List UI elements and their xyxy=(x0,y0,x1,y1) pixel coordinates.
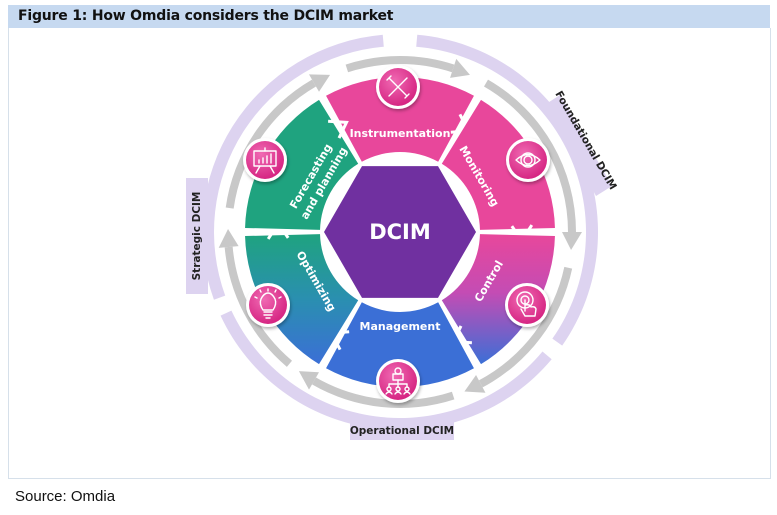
segment-control xyxy=(441,234,555,365)
arrowhead xyxy=(450,58,470,78)
eye-icon xyxy=(506,138,550,182)
band-tab-operational xyxy=(350,420,454,440)
segment-instrumentation xyxy=(326,77,474,162)
figure-frame xyxy=(8,28,771,479)
touch-icon xyxy=(505,283,549,327)
segment-label-management: Management xyxy=(360,320,441,333)
segment-management xyxy=(326,302,474,388)
cycle-arrow xyxy=(225,79,316,209)
band-tab-foundational xyxy=(546,95,612,196)
presentation-chart-icon xyxy=(243,138,287,182)
tools-icon xyxy=(376,65,420,109)
arrowhead xyxy=(562,232,582,250)
org-chart-icon xyxy=(376,359,420,403)
center-label: DCIM xyxy=(369,220,431,244)
source-note: Source: Omdia xyxy=(15,488,116,505)
figure-header: Figure 1: How Omdia considers the DCIM m… xyxy=(8,5,770,28)
segment-optimizing xyxy=(245,234,359,365)
band-operational xyxy=(220,310,552,430)
segment-divider xyxy=(328,119,349,139)
cycle-arrow xyxy=(345,55,455,73)
band-label-operational: Operational DCIM xyxy=(350,425,454,437)
segment-label-instrumentation: Instrumentation xyxy=(350,127,451,140)
arrowhead xyxy=(218,228,239,248)
cycle-arrow xyxy=(478,266,573,388)
band-label-strategic: Strategic DCIM xyxy=(191,192,203,281)
cycle-arrow xyxy=(224,246,293,367)
arrowhead xyxy=(464,375,486,393)
segment-forecasting xyxy=(245,99,359,230)
segment-monitoring xyxy=(441,99,555,230)
arrowhead xyxy=(298,371,319,390)
cycle-arrow xyxy=(484,79,576,232)
lightbulb-icon xyxy=(246,283,290,327)
band-tab-strategic xyxy=(186,178,208,294)
arrowhead xyxy=(309,74,331,92)
center-hexagon xyxy=(324,166,476,298)
cycle-arrow xyxy=(312,377,455,408)
figure-title: Figure 1: How Omdia considers the DCIM m… xyxy=(18,8,394,24)
